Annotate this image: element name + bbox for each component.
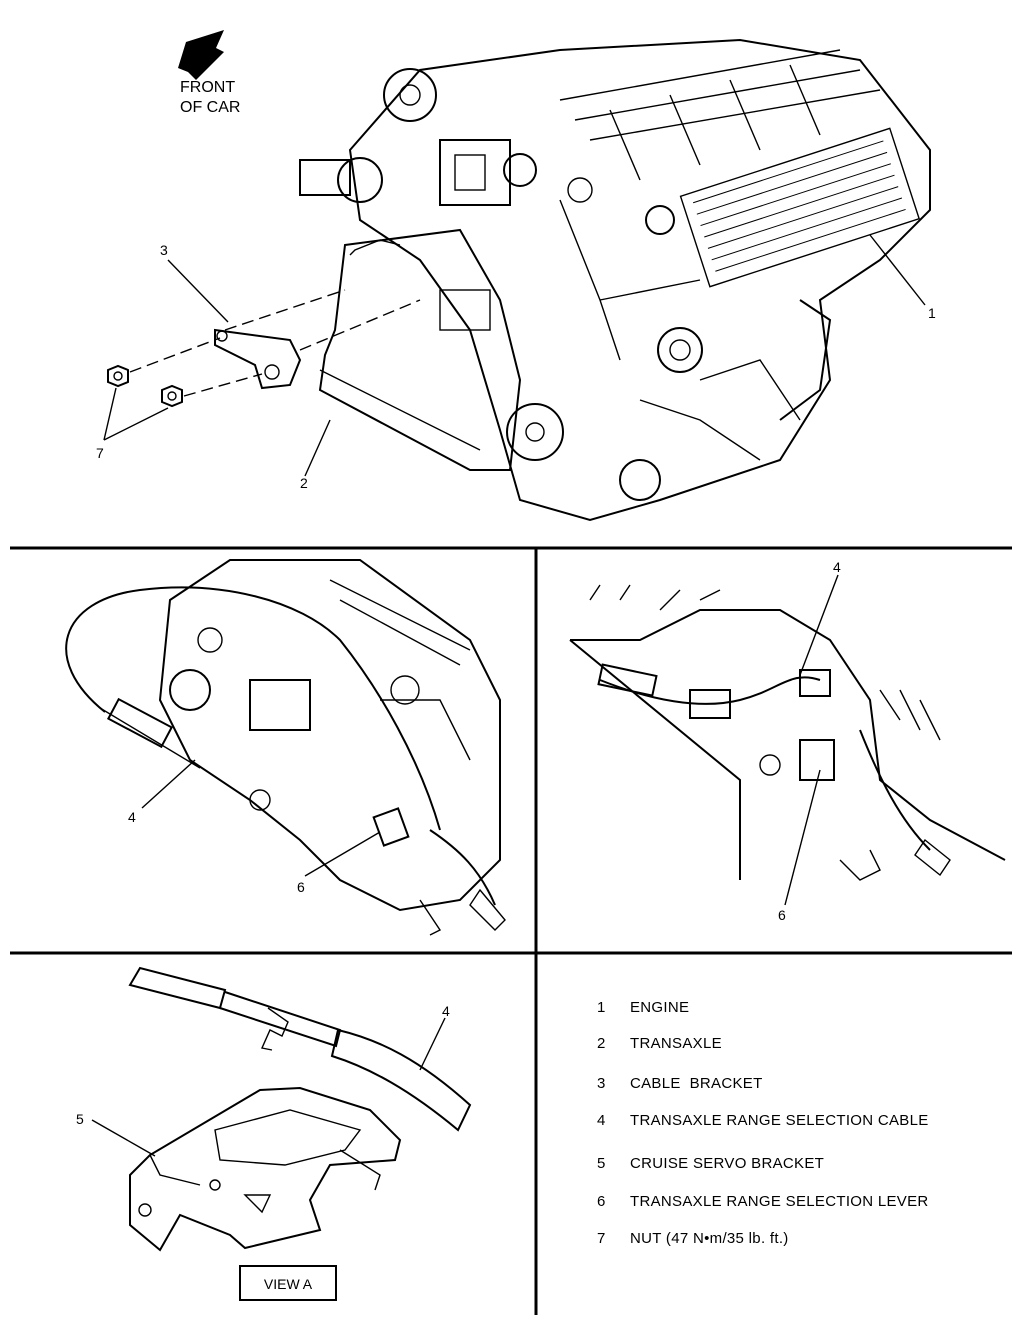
left-callout-4: 4 [128, 809, 136, 825]
front-of-car-label-line2: OF CAR [180, 99, 240, 116]
right-leader-lines [784, 574, 839, 906]
legend-num: 2 [597, 1035, 606, 1052]
left-detail-illustration [65, 559, 506, 936]
legend-text: TRANSAXLE [630, 1035, 722, 1052]
callout-2: 2 [300, 475, 308, 491]
mounting-nut-icon [161, 384, 183, 408]
intake-manifold-hatch [679, 127, 921, 288]
legend: 1 ENGINE 2 TRANSAXLE 3 CABLE BRACKET 4 T… [597, 999, 929, 1247]
callout-7: 7 [96, 445, 104, 461]
view-a-callout-5: 5 [76, 1111, 84, 1127]
engine-illustration [299, 38, 931, 522]
legend-num: 4 [597, 1112, 606, 1129]
legend-text: TRANSAXLE RANGE SELECTION LEVER [630, 1193, 929, 1210]
view-a-label-box: VIEW A [239, 1265, 337, 1301]
right-callout-4: 4 [833, 559, 841, 575]
legend-text: CABLE BRACKET [630, 1075, 763, 1092]
left-callout-6: 6 [297, 879, 305, 895]
view-a-callout-4: 4 [442, 1003, 450, 1019]
legend-num: 6 [597, 1193, 606, 1210]
legend-text: TRANSAXLE RANGE SELECTION CABLE [630, 1112, 929, 1129]
alignment-dash-lines [129, 289, 421, 397]
legend-text: CRUISE SERVO BRACKET [630, 1155, 824, 1172]
front-of-car-label-line1: FRONT [180, 79, 235, 96]
legend-text: NUT (47 N•m/35 lb. ft.) [630, 1230, 789, 1247]
view-a-illustration [128, 966, 472, 1252]
cable-bracket [214, 328, 302, 390]
view-a-label: VIEW A [264, 1276, 313, 1292]
panel-dividers [10, 546, 1012, 1315]
front-of-car-arrow-icon [178, 30, 224, 80]
legend-text: ENGINE [630, 999, 689, 1016]
legend-num: 1 [597, 999, 606, 1016]
legend-num: 7 [597, 1230, 606, 1247]
right-detail-illustration [569, 584, 1006, 881]
mounting-nut-icon [107, 364, 129, 388]
right-callout-6: 6 [778, 907, 786, 923]
legend-num: 3 [597, 1075, 606, 1092]
view-a-leader-lines [91, 1017, 446, 1157]
callout-1: 1 [928, 305, 936, 321]
legend-num: 5 [597, 1155, 606, 1172]
callout-3: 3 [160, 242, 168, 258]
left-leader-lines [141, 759, 381, 877]
main-leader-lines [103, 234, 926, 477]
